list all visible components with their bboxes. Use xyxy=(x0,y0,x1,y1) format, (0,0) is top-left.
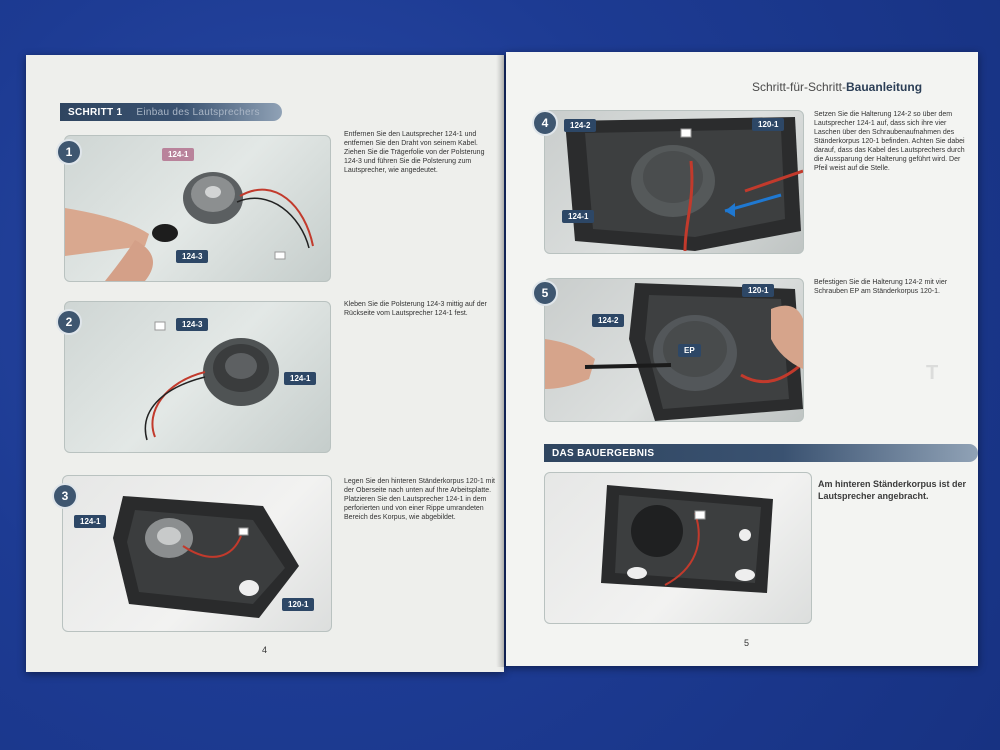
speaker-illustration xyxy=(65,172,314,281)
tag-124-1-step4: 124-1 xyxy=(562,210,595,223)
bracket-placement-illustration xyxy=(565,117,803,252)
page-header: Schritt-für-Schritt-Bauanleitung xyxy=(752,80,922,94)
speaker-in-housing-illustration xyxy=(113,496,299,618)
tag-124-1-step2: 124-1 xyxy=(284,372,317,385)
step4-text: Setzen Sie die Halterung 124-2 so über d… xyxy=(814,111,965,172)
result-section-title: DAS BAUERGEBNIS xyxy=(552,447,655,459)
step-number-3: 3 xyxy=(52,483,78,509)
step3-text: Legen Sie den hinteren Ständerkorpus 120… xyxy=(344,478,495,521)
tag-ep: EP xyxy=(678,344,701,357)
tag-120-1-step4: 120-1 xyxy=(752,118,785,131)
result-photo xyxy=(544,472,812,624)
header-bold: Bauanleitung xyxy=(846,80,923,94)
bleed-through-text: T xyxy=(926,362,939,384)
tag-124-2: 124-2 xyxy=(564,119,597,132)
page-number-left: 4 xyxy=(262,645,268,655)
finished-housing-illustration xyxy=(601,485,773,593)
tag-124-3-step2: 124-3 xyxy=(176,318,209,331)
step-number-4: 4 xyxy=(532,110,558,136)
step4-photo xyxy=(544,110,804,254)
section-bar-result: DAS BAUERGEBNIS xyxy=(544,444,978,462)
step3-photo xyxy=(62,475,332,632)
step-number-2: 2 xyxy=(56,309,82,335)
section-title: SCHRITT 1 xyxy=(68,106,123,118)
step-number-1: 1 xyxy=(56,139,82,165)
result-text: Am hinteren Ständerkorpus ist der Lautsp… xyxy=(818,479,967,501)
step-number-5: 5 xyxy=(532,280,558,306)
section-bar-step1: SCHRITT 1 Einbau des Lautsprechers xyxy=(60,103,282,121)
page-number-right: 5 xyxy=(744,638,750,648)
tag-120-1-step5: 120-1 xyxy=(742,284,775,297)
right-page: Schritt-für-Schritt-Bauanleitung 4 124-2… xyxy=(506,52,978,666)
header-prefix: Schritt-für-Schritt- xyxy=(752,80,847,94)
section-subtitle: Einbau des Lautsprechers xyxy=(136,106,260,118)
screwing-bracket-illustration xyxy=(545,283,803,421)
left-page: SCHRITT 1 Einbau des Lautsprechers 1 124… xyxy=(26,55,504,672)
speaker-back-illustration xyxy=(144,321,279,441)
step1-photo xyxy=(64,135,331,282)
step1-text: Entfernen Sie den Lautsprecher 124-1 und… xyxy=(344,131,485,174)
step2-text: Kleben Sie die Polsterung 124-3 mittig a… xyxy=(344,301,487,317)
tag-124-3: 124-3 xyxy=(176,250,209,263)
tag-124-1: 124-1 xyxy=(162,148,195,161)
tag-124-2-step5: 124-2 xyxy=(592,314,625,327)
tag-120-1-step3: 120-1 xyxy=(282,598,315,611)
step5-text: Befestigen Sie die Halterung 124-2 mit v… xyxy=(814,279,948,295)
tag-124-1-step3: 124-1 xyxy=(74,515,107,528)
step5-photo xyxy=(544,278,804,422)
